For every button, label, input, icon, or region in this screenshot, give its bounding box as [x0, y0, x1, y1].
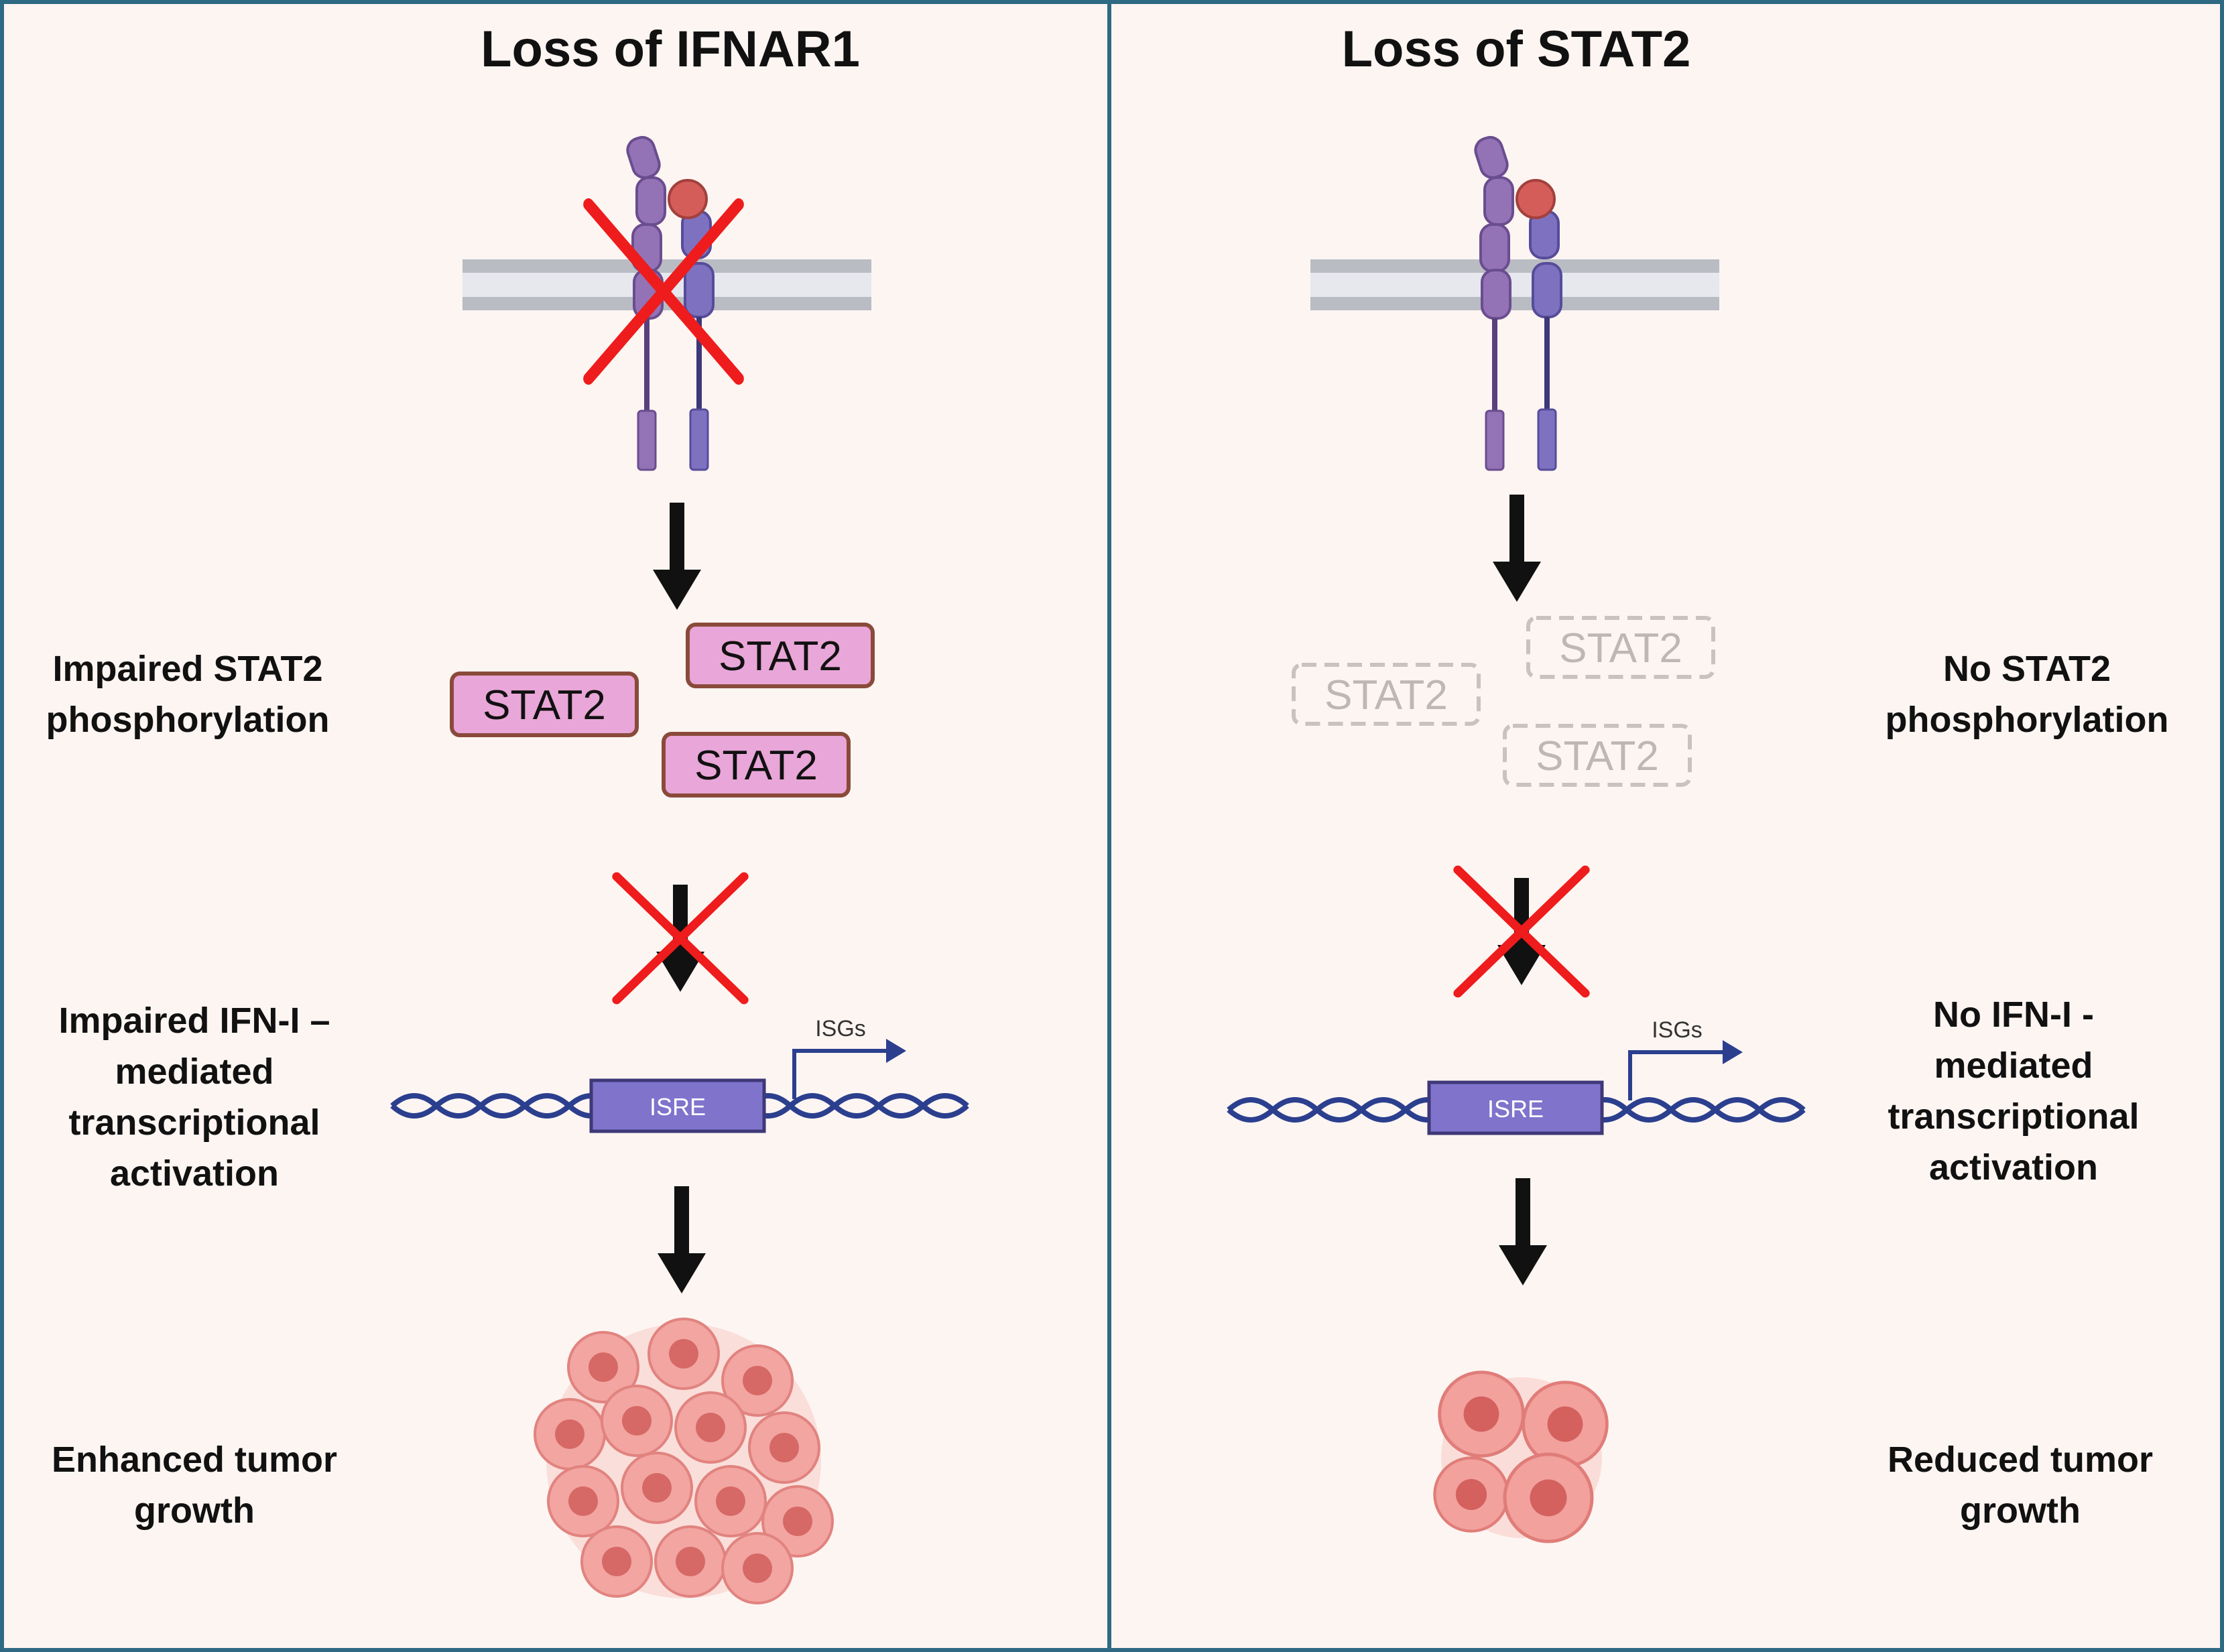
label-tumor-right: Reduced tumor growth: [1887, 1440, 2154, 1531]
down-arrow-icon: [653, 503, 701, 610]
isgs-arrow-icon: ISGs: [1628, 1017, 1743, 1100]
svg-text:ISRE: ISRE: [650, 1093, 706, 1121]
svg-text:ISGs: ISGs: [815, 1016, 866, 1041]
absent-stat2-box: STAT2: [1526, 616, 1715, 679]
label-transcription-right: No IFN-I - mediated transcriptional acti…: [1888, 995, 2140, 1188]
isre-box: ISRE: [589, 1078, 766, 1133]
down-arrow-icon: [1499, 1178, 1547, 1285]
label-phosphorylation-left: Impaired STAT2 phosphorylation: [46, 649, 330, 740]
stat2-box: STAT2: [662, 732, 851, 798]
down-arrow-icon: [1493, 495, 1541, 602]
left-panel-title: Loss of IFNAR1: [481, 21, 860, 78]
svg-text:STAT2: STAT2: [483, 682, 606, 728]
tumor-cell-cluster-icon: [1434, 1373, 1607, 1541]
svg-text:STAT2: STAT2: [1324, 672, 1448, 718]
absent-stat2-box: STAT2: [1503, 724, 1692, 787]
label-phosphorylation-right: No STAT2 phosphorylation: [1885, 649, 2169, 740]
isgs-arrow-icon: ISGs: [792, 1016, 906, 1099]
absent-stat2-box: STAT2: [1292, 663, 1481, 726]
svg-text:STAT2: STAT2: [1559, 625, 1682, 672]
down-arrow-icon: [658, 1186, 706, 1293]
svg-text:STAT2: STAT2: [694, 743, 818, 789]
stat2-box: STAT2: [686, 623, 875, 688]
right-panel-title: Loss of STAT2: [1341, 21, 1691, 78]
label-tumor-left: Enhanced tumor growth: [51, 1440, 338, 1531]
receptor-membrane-icon: [1309, 133, 1721, 471]
stat2-box: STAT2: [450, 672, 639, 737]
svg-text:ISRE: ISRE: [1487, 1095, 1544, 1123]
isre-box: ISRE: [1427, 1080, 1604, 1135]
label-transcription-left: Impaired IFN-I – mediated transcriptiona…: [58, 1001, 330, 1194]
tumor-cell-cluster-icon: [534, 1318, 834, 1604]
svg-text:ISGs: ISGs: [1652, 1017, 1703, 1043]
svg-text:STAT2: STAT2: [1536, 733, 1659, 779]
svg-text:STAT2: STAT2: [719, 633, 842, 680]
